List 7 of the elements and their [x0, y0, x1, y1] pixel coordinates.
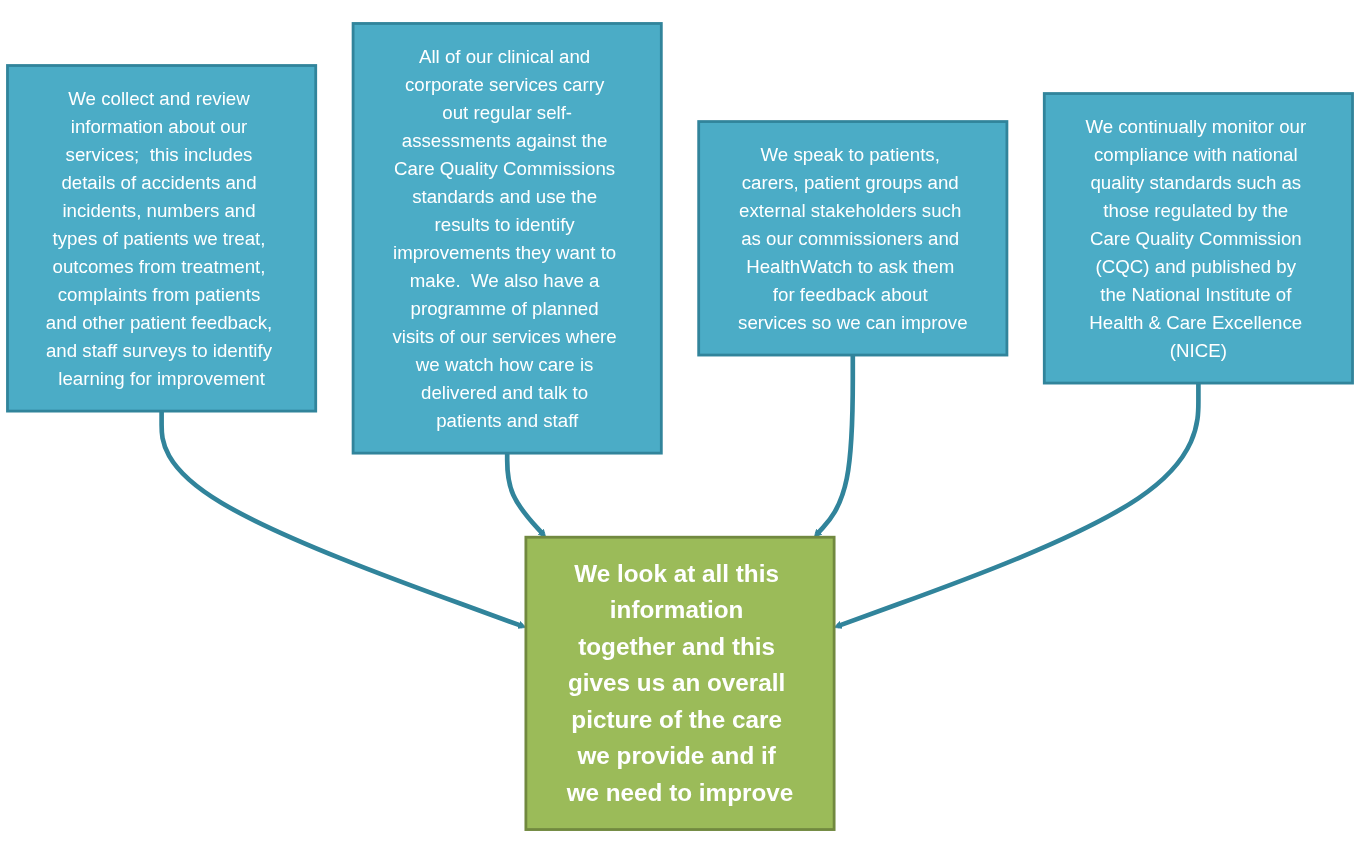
node-box: We continually monitor our compliance with national quality standards such as those regulated by the Care Quality Commission (CQC) and published by the National Institute of Health & Care Excellence (NICE)	[1042, 92, 1354, 385]
arrow	[813, 355, 856, 538]
arrow	[504, 453, 547, 538]
node-box: We collect and review information about our services; this includes details of accidents and incidents, numbers and types of patients we treat, outcomes from treatment, complaints from patients and other patient feedback, and staff surveys to identify learning for improvement	[6, 64, 318, 413]
node-box: We speak to patients, carers, patient groups and external stakeholders such as our commissioners and HealthWatch to ask them for feedback about services so we can improve	[697, 120, 1009, 357]
node-box: All of our clinical and corporate services carry out regular self-assessments against the Care Quality Commissions standards and use the results to identify improvements they want to make. We also have a programme of planned visits of our services where we watch how care is delivered and talk to patients and staff	[351, 22, 663, 455]
node-box: We look at all this information together and this gives us an overall picture of the care we provide and if we need to improve	[524, 535, 836, 831]
